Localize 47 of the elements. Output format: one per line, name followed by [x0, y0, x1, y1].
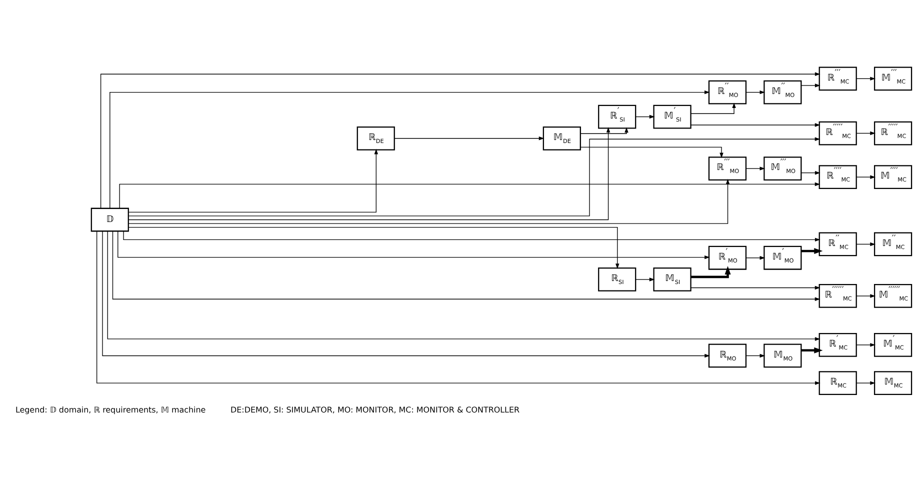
node-box: 𝕄$_{MC}$ — [874, 371, 912, 395]
arrow — [801, 248, 823, 254]
arrow — [800, 170, 820, 175]
arrow — [801, 347, 823, 354]
arrow — [635, 114, 655, 119]
arrow — [580, 127, 628, 134]
arrow — [128, 227, 620, 269]
arrow — [856, 381, 876, 385]
node-box: ℝ$_{DE}$ — [356, 126, 395, 150]
arrow — [394, 136, 544, 140]
arrow — [128, 148, 378, 212]
arrow — [110, 90, 710, 209]
arrow — [690, 123, 820, 127]
arrow — [856, 76, 876, 81]
arrow — [746, 90, 766, 94]
arrow — [128, 127, 610, 220]
arrow — [746, 166, 766, 170]
arrow — [128, 178, 730, 224]
arrow — [690, 266, 731, 278]
node-box: 𝕄$_{SI}$ — [653, 268, 692, 292]
node-box: ℝ$_{MC}$ — [818, 371, 857, 395]
node-box: 𝔻 — [90, 208, 129, 232]
arrow — [690, 102, 736, 114]
arrow — [800, 84, 820, 88]
node-box: ℝ$_{MO}$ — [708, 344, 747, 368]
arrow — [856, 175, 876, 179]
node-box: ℝ$_{SI}$ — [598, 268, 636, 292]
arrow — [119, 182, 820, 209]
node-box: 𝕄$_{DE}$ — [542, 126, 581, 150]
node-box: 𝕄$_{MO}$ — [764, 344, 802, 368]
arrow — [118, 230, 710, 260]
arrow — [580, 146, 724, 158]
arrow — [856, 294, 876, 298]
arrow — [635, 278, 655, 282]
arrow — [123, 231, 820, 242]
arrow — [690, 286, 820, 290]
arrow — [856, 343, 876, 347]
arrow — [100, 72, 820, 209]
arrow — [102, 231, 710, 358]
arrow — [112, 230, 820, 301]
arrow — [96, 230, 820, 385]
arrow — [107, 230, 820, 341]
arrow — [128, 137, 820, 216]
arrow — [746, 354, 766, 358]
arrow — [856, 131, 876, 136]
arrow — [746, 256, 766, 260]
arrow — [856, 242, 876, 246]
